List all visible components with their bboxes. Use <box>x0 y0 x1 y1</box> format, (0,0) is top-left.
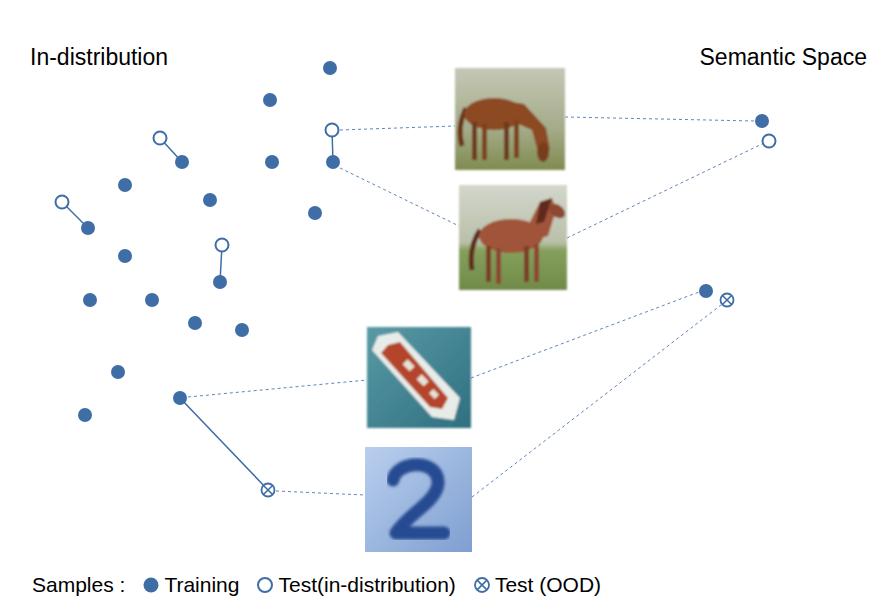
training-dot <box>755 114 769 128</box>
region-title: Semantic Space <box>700 44 867 72</box>
training-dot <box>699 284 713 298</box>
horse-head <box>537 142 549 162</box>
photo-ground <box>455 68 565 170</box>
training-dot <box>203 193 217 207</box>
horse-head <box>546 201 568 221</box>
legend-entry: Test(in-distribution) <box>239 572 455 597</box>
test-dot <box>763 135 776 148</box>
legend-text: Test(in-distribution) <box>278 572 455 597</box>
horse-photo <box>455 68 565 170</box>
sample-dots <box>56 61 776 497</box>
test-dot <box>326 124 339 137</box>
sphere-shape <box>626 100 870 344</box>
digit-photo <box>365 447 472 552</box>
horse-leg <box>482 124 487 160</box>
ood-ring <box>262 484 275 497</box>
distribution-region: In-distribution <box>0 0 400 470</box>
neighbour-link <box>180 398 268 490</box>
legend: Samples : Training Test(in-distribution) Te… <box>32 572 601 597</box>
photo-ground <box>367 327 471 428</box>
training-dot <box>213 275 227 289</box>
legend-text: Training <box>164 572 239 597</box>
ood-cross <box>263 485 272 494</box>
boat-cabin <box>403 359 415 371</box>
legend-swatch <box>255 575 275 595</box>
sphere-outline <box>625 44 875 350</box>
digit-shape <box>393 465 444 533</box>
boat-deck <box>381 342 448 409</box>
horse-leg <box>486 246 491 282</box>
training-dot <box>173 391 187 405</box>
ood-dot <box>721 294 734 307</box>
photo-ground <box>459 185 567 290</box>
ood-cross <box>477 580 487 590</box>
training-dot <box>145 293 159 307</box>
legend-symbol <box>475 578 489 592</box>
horse-leg <box>534 244 539 282</box>
horse-leg <box>524 246 529 282</box>
horse-leg <box>514 120 519 158</box>
region-outline <box>0 0 400 470</box>
training-dot <box>323 61 337 75</box>
training-dot <box>83 293 97 307</box>
legend-text: Test (OOD) <box>495 572 601 597</box>
region-shape <box>12 4 395 462</box>
ood-ring <box>475 578 489 592</box>
horse-tail <box>471 230 480 270</box>
dashed-link <box>471 292 699 378</box>
training-dot <box>308 206 322 220</box>
test-dot <box>154 132 167 145</box>
legend-heading: Samples : <box>32 572 125 597</box>
semantic-sphere: Semantic Space <box>625 44 875 350</box>
region-title: In-distribution <box>30 44 168 72</box>
ood-cross <box>722 295 731 304</box>
test-dot <box>56 196 69 209</box>
dashed-links <box>188 117 762 497</box>
training-dot <box>81 221 95 235</box>
ood-cross <box>263 485 272 494</box>
boat-photo <box>367 327 471 428</box>
ood-cross <box>722 295 731 304</box>
legend-symbol <box>144 577 159 592</box>
boat-cabin <box>417 374 429 386</box>
training-dot <box>263 93 277 107</box>
training-dot <box>326 155 340 169</box>
dashed-link <box>188 380 367 397</box>
boat-hull <box>372 332 460 420</box>
training-dot <box>118 178 132 192</box>
test-dot <box>216 239 229 252</box>
dashed-link <box>340 168 459 226</box>
horse-leg <box>504 122 509 160</box>
legend-swatch <box>472 575 492 595</box>
test-dot <box>258 578 272 592</box>
ood-cross <box>477 580 487 590</box>
training-dot <box>235 323 249 337</box>
boat-cabin <box>429 389 439 399</box>
horse-leg <box>496 248 501 284</box>
ood-dot <box>262 484 275 497</box>
legend-symbol <box>258 578 272 592</box>
legend-swatch <box>141 575 161 595</box>
horse-leg <box>472 122 477 160</box>
horse-photo <box>459 185 568 290</box>
neighbour-links <box>62 130 333 490</box>
dashed-link <box>340 126 455 130</box>
training-dot <box>111 365 125 379</box>
training-dot <box>78 408 92 422</box>
training-dot <box>118 249 132 263</box>
dashed-link <box>472 305 721 497</box>
training-dot <box>144 577 159 592</box>
training-dot <box>188 316 202 330</box>
training-dot <box>265 155 279 169</box>
legend-entry: Training <box>125 572 239 597</box>
ood-ring <box>721 294 734 307</box>
photo-ground <box>365 447 472 552</box>
dashed-link <box>276 491 365 495</box>
legend-entry: Test (OOD) <box>456 572 601 597</box>
dashed-link <box>565 117 755 121</box>
training-dot <box>175 155 189 169</box>
dashed-link <box>567 144 762 238</box>
